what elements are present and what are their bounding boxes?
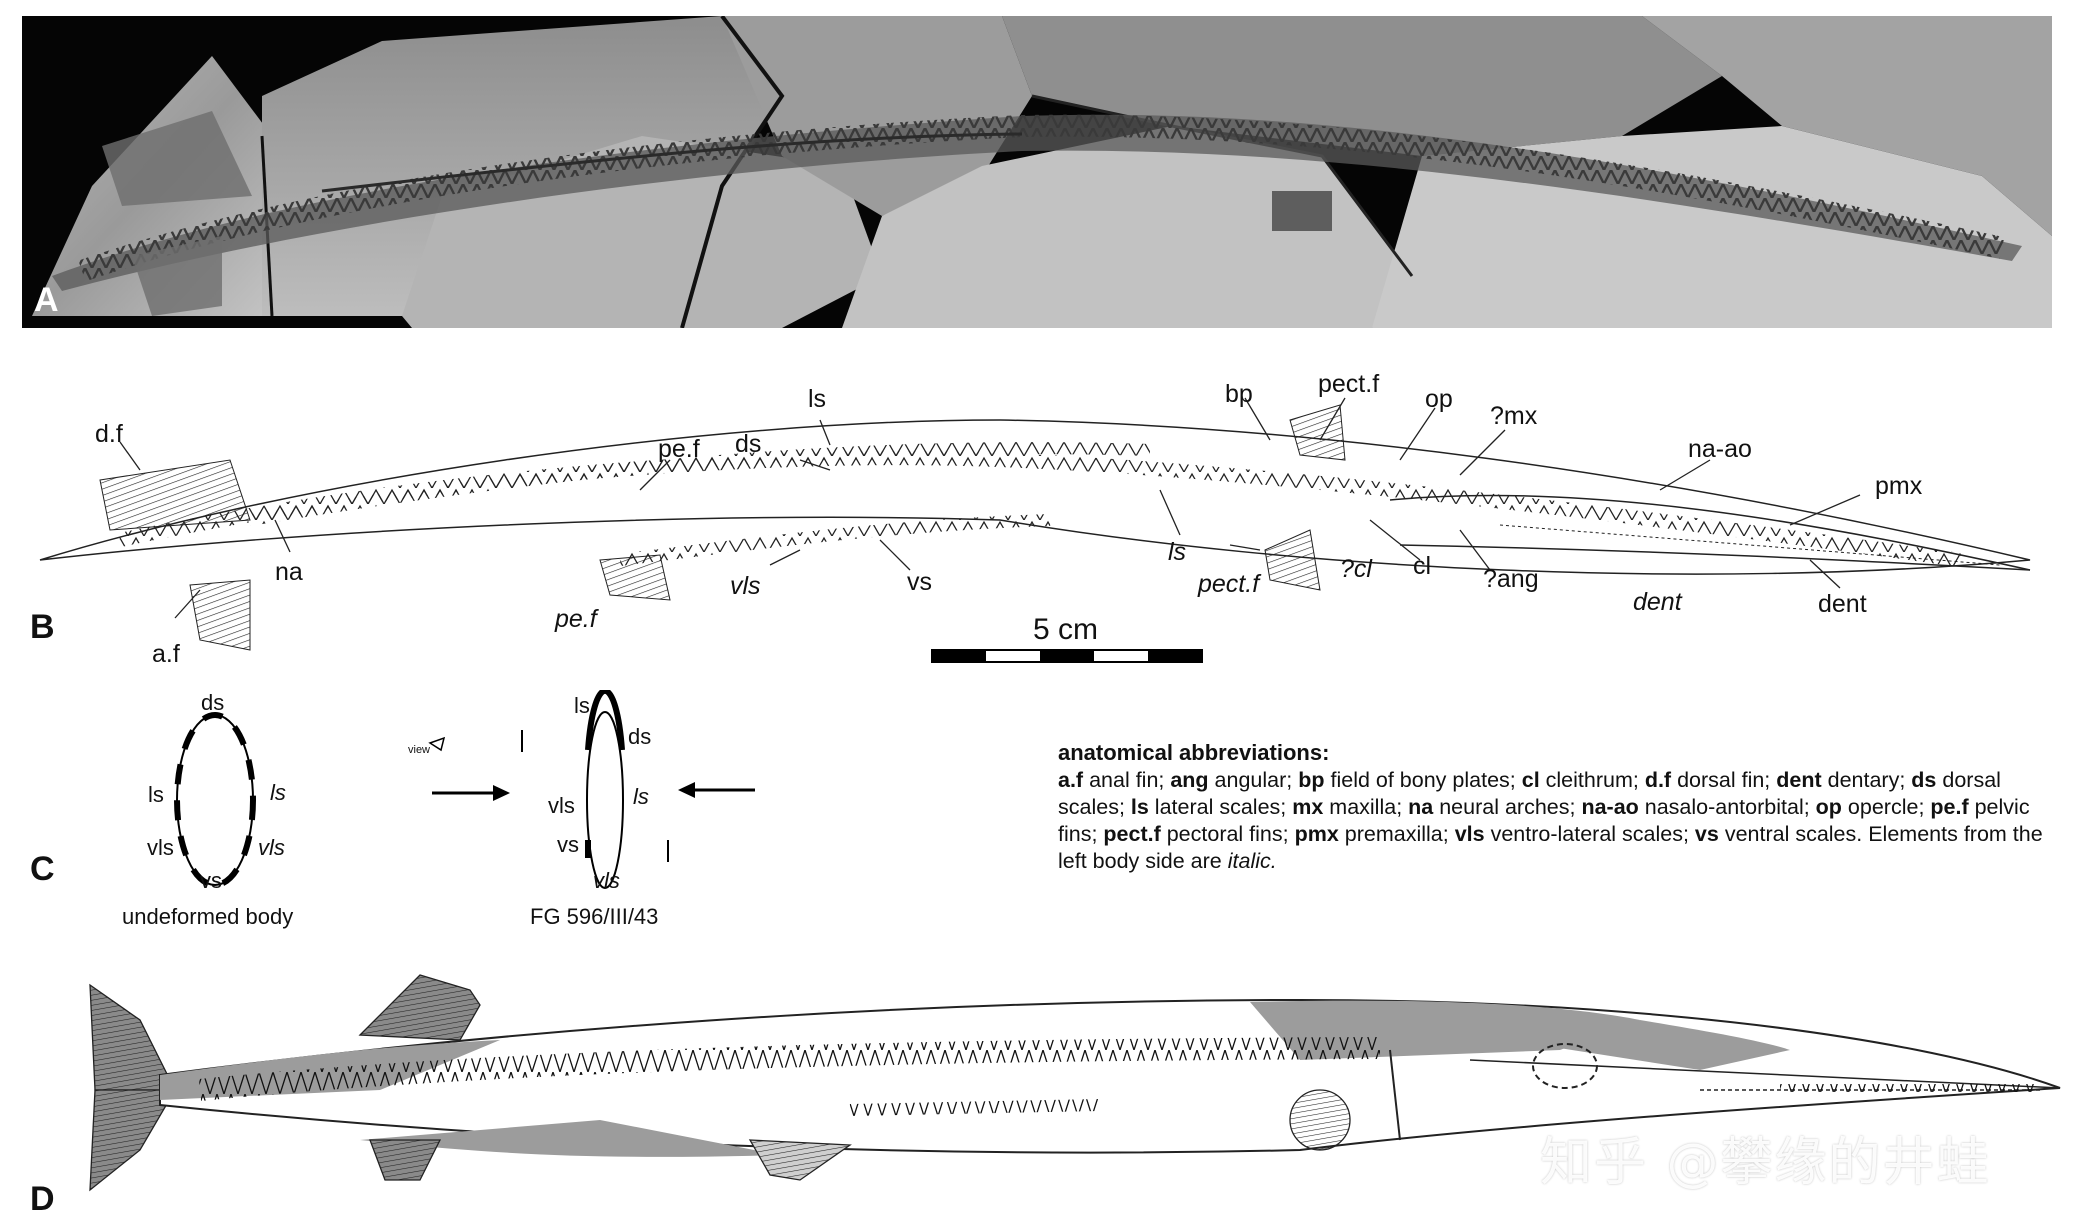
abbr-term: na-ao: [1581, 795, 1639, 819]
c-view: view: [408, 744, 431, 756]
abbr-definition: maxilla;: [1323, 795, 1409, 819]
c-right-caption: FG 596/III/43: [530, 904, 659, 929]
label-na-ao: na-ao: [1688, 435, 1752, 463]
c-right-vls-bottom: vls: [593, 868, 620, 893]
abbreviations-list: a.f anal fin; ang angular; bp field of b…: [1058, 767, 2058, 875]
panel-b-drawing: B d.f a.f na pe.f pe.f ls ds vls vs ls b…: [0, 360, 2087, 680]
label-dent-italic: dent: [1633, 588, 1682, 616]
label-bp: bp: [1225, 380, 1253, 408]
fossil-photograph: [22, 14, 2052, 329]
abbr-definition: ventro-lateral scales;: [1484, 822, 1695, 846]
label-ds: ds: [735, 430, 762, 458]
eye-icon: [428, 736, 446, 752]
c-right-vls-left: vls: [548, 793, 575, 818]
scale-bar-label: 5 cm: [1033, 613, 1099, 646]
abbreviations-note: Elements from the left body side are: [1058, 822, 2043, 873]
label-cl-q: ?cl: [1340, 555, 1372, 583]
abbreviations-title: anatomical abbreviations:: [1058, 740, 1330, 765]
abbreviations-note-italic: italic.: [1227, 849, 1277, 873]
fish-reconstruction: [89, 974, 2061, 1192]
label-na: na: [275, 558, 303, 586]
abbr-term: vls: [1454, 822, 1485, 846]
panel-c-diagram: C ds ls ls vls vls vs undeformed body vi…: [0, 690, 1050, 940]
scale-bar: [931, 649, 1203, 663]
abbr-term: d.f: [1644, 768, 1672, 792]
label-op: op: [1425, 385, 1453, 413]
abbr-term: pe.f: [1930, 795, 1969, 819]
c-left-vls-right: vls: [258, 835, 285, 860]
label-pe-f-lower: pe.f: [555, 605, 597, 633]
label-pmx: pmx: [1875, 472, 1923, 500]
c-left-ls-right: ls: [270, 780, 286, 805]
c-right-ds: ds: [628, 724, 652, 749]
c-left-caption: undeformed body: [122, 904, 294, 929]
abbr-term: ds: [1911, 768, 1937, 792]
c-left-ls-left: ls: [148, 782, 164, 807]
label-ls-upper: ls: [808, 385, 827, 413]
abbr-definition: dorsal scales;: [1058, 768, 2001, 819]
label-d-f: d.f: [95, 420, 123, 448]
label-mx: ?mx: [1490, 402, 1538, 430]
label-pect-f-upper: pect.f: [1318, 370, 1380, 398]
abbr-definition: nasalo-antorbital;: [1638, 795, 1816, 819]
abbr-definition: dentary;: [1821, 768, 1912, 792]
abbr-definition: dorsal fin;: [1671, 768, 1777, 792]
abbr-term: ls: [1130, 795, 1149, 819]
panel-a-photo: A: [22, 14, 2052, 329]
abbr-term: dent: [1776, 768, 1822, 792]
label-ls-lower: ls: [1168, 538, 1187, 566]
abbr-definition: cleithrum;: [1539, 768, 1645, 792]
abbr-definition: pectoral fins;: [1160, 822, 1295, 846]
panel-a-label: A: [34, 281, 59, 319]
abbr-definition: premaxilla;: [1338, 822, 1455, 846]
abbr-definition: neural arches;: [1433, 795, 1582, 819]
label-cl: cl: [1413, 552, 1432, 580]
abbr-term: a.f: [1058, 768, 1084, 792]
abbr-term: op: [1815, 795, 1842, 819]
c-left-vs: vs: [200, 868, 222, 893]
abbr-definition: ventral scales.: [1718, 822, 1869, 846]
abbr-definition: angular;: [1208, 768, 1299, 792]
label-pect-f-lower: pect.f: [1198, 570, 1260, 598]
abbr-definition: field of bony plates;: [1324, 768, 1522, 792]
abbr-definition: anal fin;: [1083, 768, 1171, 792]
fossil-line-drawing: [39, 397, 2031, 663]
abbr-term: pmx: [1294, 822, 1339, 846]
c-right-ls-top: ls: [574, 693, 590, 718]
cross-section-diagrams: [174, 690, 755, 889]
panel-c-label: C: [30, 850, 55, 888]
abbr-definition: opercle;: [1841, 795, 1931, 819]
c-right-vs: vs: [557, 832, 579, 857]
abbr-term: vs: [1694, 822, 1719, 846]
panel-b-label: B: [30, 608, 55, 646]
label-vs: vs: [907, 568, 932, 596]
label-pe-f-upper: pe.f: [658, 435, 700, 463]
abbr-term: ang: [1170, 768, 1209, 792]
c-left-vls-left: vls: [147, 835, 174, 860]
abbr-term: pect.f: [1103, 822, 1161, 846]
abbr-term: bp: [1298, 768, 1325, 792]
abbr-definition: lateral scales;: [1148, 795, 1293, 819]
abbr-term: mx: [1292, 795, 1324, 819]
label-vls: vls: [730, 572, 761, 600]
watermark: 知乎 @攀缘的井蛙: [1540, 1133, 1991, 1193]
label-ang: ?ang: [1483, 565, 1539, 593]
abbr-definition: pelvic fins;: [1058, 795, 2030, 846]
label-dent: dent: [1818, 590, 1867, 618]
abbr-term: na: [1408, 795, 1434, 819]
c-left-ds: ds: [201, 690, 225, 715]
c-right-ls-right: ls: [633, 784, 649, 809]
panel-d-reconstruction: D: [0, 940, 2087, 1227]
label-a-f: a.f: [152, 640, 180, 668]
abbr-term: cl: [1521, 768, 1540, 792]
panel-d-label: D: [30, 1180, 55, 1218]
